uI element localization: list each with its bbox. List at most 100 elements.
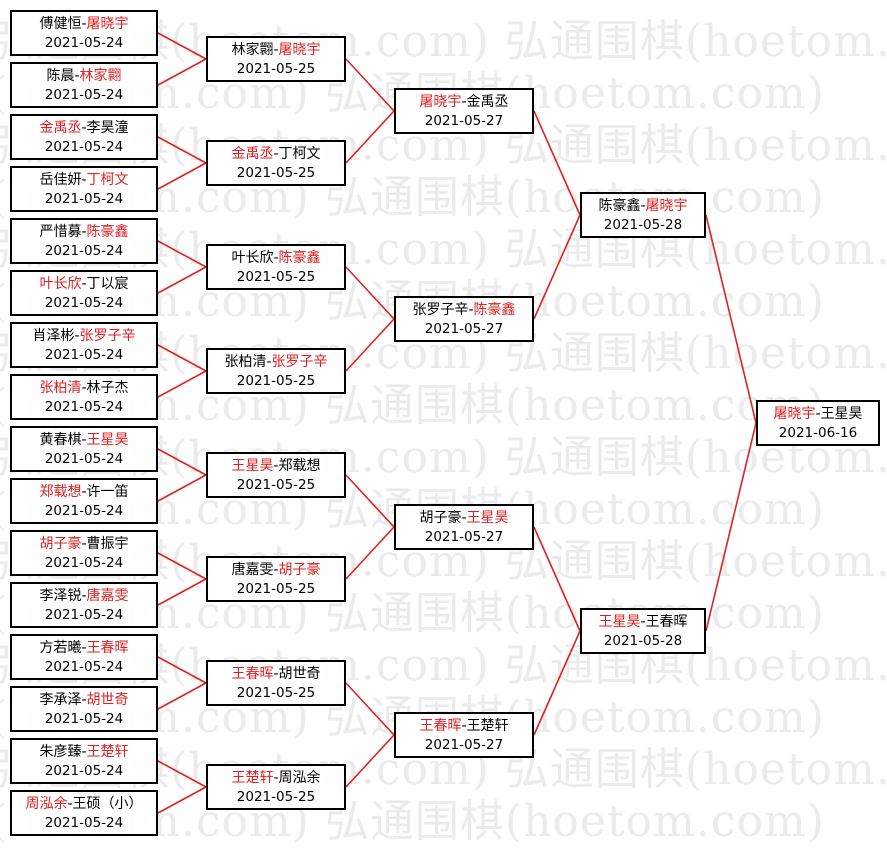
- player-2-name: 王硕（小）: [72, 796, 143, 812]
- match-date: 2021-05-24: [44, 243, 124, 259]
- match-players: 王楚轩-周泓余: [208, 769, 344, 788]
- vs-separator: -: [815, 406, 821, 422]
- player-1-name: 岳佳妍: [39, 172, 82, 188]
- player-1-name: 李泽锐: [39, 588, 82, 604]
- player-1-name: 张柏清: [224, 354, 267, 370]
- match-date: 2021-05-28: [603, 633, 683, 649]
- vs-separator: -: [461, 510, 467, 526]
- match-players: 方若曦-王春晖: [12, 639, 156, 658]
- vs-separator: -: [81, 380, 87, 396]
- match-date: 2021-06-16: [778, 425, 858, 441]
- player-1-name: 叶长欣: [231, 250, 274, 266]
- match-date: 2021-05-25: [236, 373, 316, 389]
- player-2-name: 屠晓宇: [86, 16, 129, 32]
- player-1-name: 胡子豪: [419, 510, 462, 526]
- player-2-name: 丁以宸: [86, 276, 129, 292]
- bracket-connector: [157, 370, 207, 398]
- vs-separator: -: [468, 302, 474, 318]
- bracket-connector: [157, 760, 207, 788]
- vs-separator: -: [67, 796, 73, 812]
- player-2-name: 郑载想: [278, 458, 321, 474]
- player-1-name: 傅健恒: [39, 16, 82, 32]
- player-1-name: 王春晖: [231, 666, 274, 682]
- player-1-name: 肖泽彬: [32, 328, 75, 344]
- player-1-name: 方若曦: [39, 640, 82, 656]
- player-2-name: 周泓余: [278, 770, 321, 786]
- player-2-name: 李昊潼: [86, 120, 129, 136]
- vs-separator: -: [81, 276, 87, 292]
- player-2-name: 王春晖: [645, 614, 688, 630]
- match-players: 岳佳妍-丁柯文: [12, 171, 156, 190]
- match-date: 2021-05-24: [44, 607, 124, 623]
- match-date: 2021-05-24: [44, 347, 124, 363]
- match-date: 2021-05-24: [44, 399, 124, 415]
- bracket-connector: [533, 110, 581, 216]
- vs-separator: -: [81, 588, 87, 604]
- bracket-connector: [345, 734, 395, 788]
- vs-separator: -: [81, 172, 87, 188]
- vs-separator: -: [74, 328, 80, 344]
- match-date: 2021-05-24: [44, 659, 124, 675]
- bracket-connector: [157, 136, 207, 164]
- vs-separator: -: [81, 224, 87, 240]
- bracket-connector: [157, 578, 207, 606]
- player-1-name: 朱彦臻: [39, 744, 82, 760]
- bracket-connector: [345, 682, 395, 736]
- vs-separator: -: [273, 562, 279, 578]
- match-date: 2021-05-24: [44, 191, 124, 207]
- match-players: 周泓余-王硕（小）: [12, 795, 156, 814]
- match-players: 张罗子辛-陈豪鑫: [396, 301, 532, 320]
- player-1-name: 李承泽: [39, 692, 82, 708]
- match-players: 张柏清-张罗子辛: [208, 353, 344, 372]
- vs-separator: -: [273, 42, 279, 58]
- vs-separator: -: [81, 432, 87, 448]
- player-2-name: 张罗子辛: [271, 354, 328, 370]
- player-1-name: 王星昊: [231, 458, 274, 474]
- match-date: 2021-05-24: [44, 555, 124, 571]
- match-date: 2021-05-25: [236, 477, 316, 493]
- player-2-name: 王春晖: [86, 640, 129, 656]
- vs-separator: -: [81, 640, 87, 656]
- match-date: 2021-05-24: [44, 295, 124, 311]
- player-1-name: 陈豪鑫: [598, 198, 641, 214]
- vs-separator: -: [81, 536, 87, 552]
- player-1-name: 张罗子辛: [412, 302, 469, 318]
- bracket-connector: [345, 266, 395, 320]
- match-box[interactable]: 周泓余-王硕（小）2021-05-24: [10, 790, 158, 836]
- bracket-connector: [345, 110, 395, 164]
- match-date: 2021-05-25: [236, 269, 316, 285]
- vs-separator: -: [640, 614, 646, 630]
- player-1-name: 黄春棋: [39, 432, 82, 448]
- player-2-name: 曹振宇: [86, 536, 129, 552]
